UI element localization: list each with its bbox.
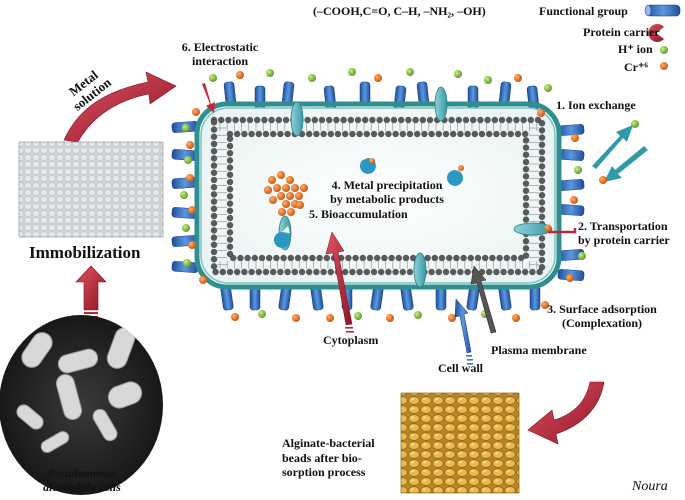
beads-line3: sorption process (282, 465, 366, 479)
metal-solution-arrow (63, 71, 177, 143)
protein-carriers-inside (273, 153, 464, 248)
electrostatic-arrow (202, 83, 215, 113)
step-2-transportation: 2. Transportation by protein carrier (578, 219, 670, 247)
step-1-ion-exchange: 1. Ion exchange (556, 98, 636, 112)
cr-ion-label: Cr⁺⁶ (624, 60, 648, 74)
cr-ion-icon (660, 62, 668, 70)
immobilization-photo (18, 141, 164, 238)
step-5-bioaccumulation: 5. Bioaccumulation (309, 207, 408, 221)
step-2-line1: 2. Transportation (578, 219, 668, 233)
step-6-line1: 6. Electrostatic (181, 40, 259, 54)
beads-line1: Alginate-bacterial (282, 436, 375, 450)
functional-group-formula: (–COOH,C=O, C–H, –NH₂, –OH) (313, 4, 486, 18)
functional-group-rods (171, 81, 585, 311)
cell-wall-arrow (454, 298, 473, 365)
plasma-membrane-arrow (470, 265, 497, 334)
pseudomonas-line2: alcaliphila cells (43, 480, 121, 494)
step-4-line1: 4. Metal precipitation (331, 178, 443, 192)
channel-proteins (278, 86, 553, 288)
step-4-line2: by metabolic products (330, 192, 444, 206)
step-4-metal-precipitation: 4. Metal precipitation by metabolic prod… (302, 178, 472, 206)
immobilization-label: Immobilization (29, 243, 141, 262)
functional-group-icon (644, 4, 681, 17)
step-3-line2: (Complexation) (562, 316, 642, 330)
cell-wall-label: Cell wall (438, 361, 483, 375)
cytoplasm-arrow (325, 231, 354, 333)
protein-carrier-icon (648, 24, 664, 42)
pseudomonas-line1: Pseudomonas (47, 466, 117, 480)
pseudomonas-label: Pseudomonas alcaliphila cells (20, 466, 144, 494)
step-6-line2: interaction (192, 54, 248, 68)
legend-icons (644, 4, 681, 70)
metal-precipitate-cluster (264, 171, 308, 216)
beads-arrow (527, 381, 605, 445)
immobilization-up-arrow (75, 265, 107, 322)
protein-carrier-label: Protein carrier (583, 25, 660, 39)
step-2-line2: by protein carrier (578, 233, 670, 247)
h-ion-icon (660, 46, 668, 54)
h-ion-label: H⁺ ion (618, 42, 653, 56)
step-3-line1: 3. Surface adsorption (547, 302, 657, 316)
step-6-electrostatic: 6. Electrostatic interaction (172, 40, 268, 68)
plasma-membrane-label: Plasma membrane (491, 343, 587, 357)
cytoplasm-label: Cytoplasm (323, 333, 379, 347)
signature: Noura (632, 479, 668, 494)
functional-group-label: Functional group (539, 4, 628, 18)
transport-arrow (544, 224, 577, 234)
step-3-surface-adsorption: 3. Surface adsorption (Complexation) (540, 302, 664, 330)
beads-photo (400, 392, 520, 494)
beads-line2: beads after bio- (282, 450, 362, 465)
beads-label: Alginate-bacterial beads after bio- sorp… (282, 436, 375, 480)
ion-exchange-arrows (592, 120, 648, 184)
sem-cells-image (0, 315, 163, 495)
bacterial-cell (171, 68, 586, 322)
ions-around-cell (180, 68, 586, 322)
